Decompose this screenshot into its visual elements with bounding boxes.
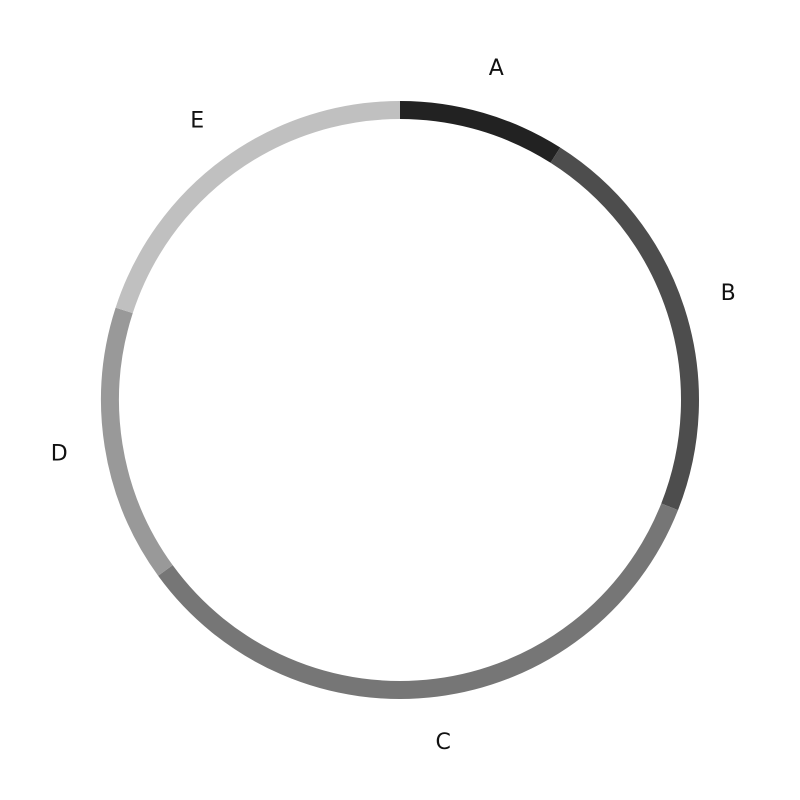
slice-d (101, 307, 173, 576)
slice-e (115, 101, 401, 314)
labels-group: A B C D E (51, 56, 736, 755)
slice-c (158, 503, 678, 699)
slices-group (101, 101, 699, 699)
slice-label-c: C (436, 730, 451, 755)
slice-label-b: B (721, 281, 736, 306)
slice-b (550, 147, 699, 511)
slice-a (399, 101, 561, 163)
slice-label-a: A (489, 56, 504, 81)
slice-label-e: E (190, 108, 204, 133)
slice-label-d: D (51, 441, 68, 466)
